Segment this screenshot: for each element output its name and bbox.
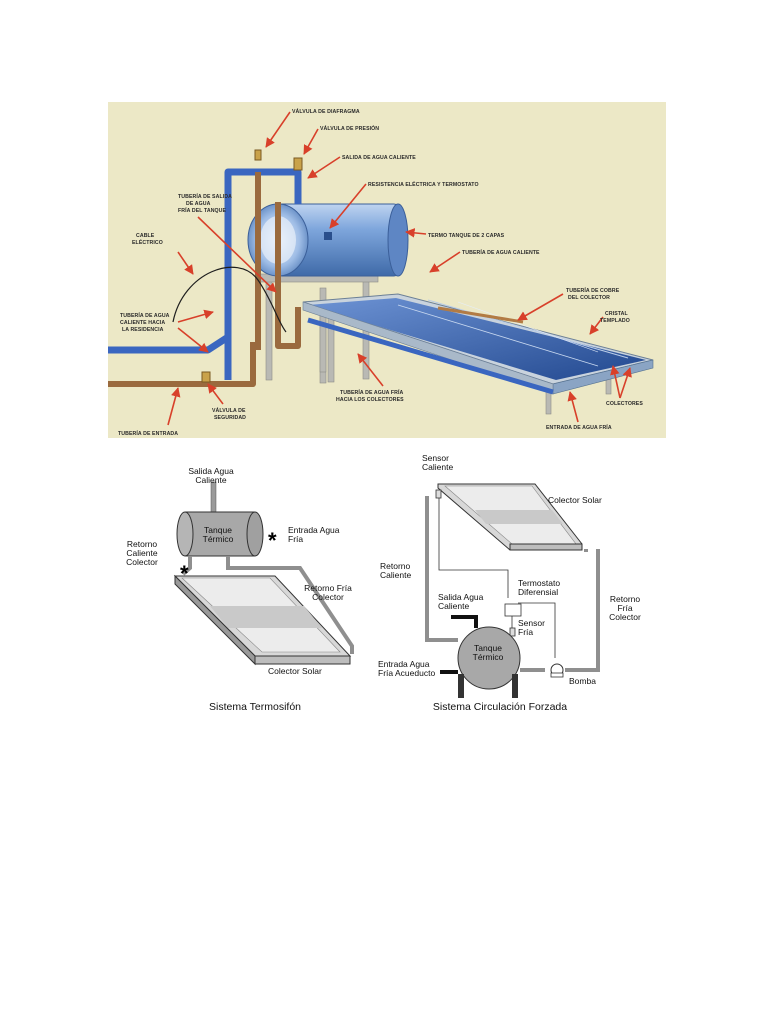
- cf-solar-collector: [437, 483, 583, 551]
- ts-label-tanque-1: Tanque: [204, 525, 232, 535]
- cf-label-sensor-cal-2: Caliente: [422, 462, 453, 472]
- label-resistencia: RESISTENCIA ELÉCTRICA Y TERMOSTATO: [368, 180, 479, 188]
- ts-label-salida-2: Caliente: [195, 475, 226, 485]
- label-agua-fria-2: HACIA LOS COLECTORES: [336, 397, 404, 403]
- system-diagrams: Salida Agua Caliente Tanque Térmico * En…: [126, 453, 641, 713]
- ts-thermal-tank: [176, 511, 264, 557]
- ts-label-retorno-cal-2: Caliente: [126, 548, 157, 558]
- diaphragm-valve: [254, 149, 262, 161]
- label-valvula-seguridad-2: SEGURIDAD: [214, 415, 246, 421]
- label-colectores: COLECTORES: [606, 401, 643, 407]
- ts-asterisk-inlet: *: [268, 528, 277, 553]
- cf-label-entrada-2: Fría Acueducto: [378, 668, 435, 678]
- ts-caption: Sistema Termosifón: [209, 701, 301, 713]
- label-tuberia-agua-caliente: TUBERÍA DE AGUA CALIENTE: [462, 248, 540, 256]
- cf-label-sensor-fria-2: Fría: [518, 627, 533, 637]
- cf-differential-thermostat: [504, 603, 522, 617]
- termosifon-diagram: Salida Agua Caliente Tanque Térmico * En…: [126, 466, 354, 713]
- ts-label-retorno-fria-1: Retorno Fría: [304, 583, 352, 593]
- ts-cold-return-pipe: [226, 556, 354, 654]
- cf-label-termostato-1: Termostato: [518, 578, 560, 588]
- cf-label-retorno-fria-3: Colector: [609, 612, 641, 622]
- forzada-diagram: Sensor Caliente Colector Solar Retorno C…: [378, 453, 641, 713]
- label-tuberia-salida-3: FRÍA DEL TANQUE: [178, 206, 227, 214]
- cf-label-sensor-fria-1: Sensor: [518, 618, 545, 628]
- cf-label-entrada-1: Entrada Agua: [378, 659, 430, 669]
- safety-valve: [201, 371, 211, 383]
- cf-label-tanque-1: Tanque: [474, 643, 502, 653]
- copper-pipes: [108, 172, 301, 387]
- label-hacia-residencia-3: LA RESIDENCIA: [122, 327, 164, 333]
- cf-label-retorno-fria-2: Fría: [617, 603, 632, 613]
- label-valvula-seguridad-1: VÁLVULA DE: [212, 407, 246, 414]
- cf-hot-outlet-pipe: [451, 615, 478, 628]
- label-tuberia-entrada: TUBERÍA DE ENTRADA: [118, 429, 178, 437]
- label-cristal-1: CRISTAL: [605, 311, 629, 317]
- cf-pump: [550, 663, 564, 678]
- electric-cable: [172, 266, 287, 333]
- illustration-labels: VÁLVULA DE DIAFRAGMA VÁLVULA DE PRESIÓN …: [118, 108, 643, 437]
- ts-label-colector: Colector Solar: [268, 666, 322, 676]
- ts-label-tanque-2: Térmico: [203, 534, 234, 544]
- cf-thermal-tank: [457, 626, 521, 698]
- label-tuberia-cobre-2: DEL COLECTOR: [568, 295, 610, 301]
- cf-label-tanque-2: Térmico: [473, 652, 504, 662]
- thermal-tank: [247, 203, 409, 277]
- label-arrows: [167, 111, 632, 426]
- cf-label-sensor-cal-1: Sensor: [422, 453, 449, 463]
- label-valvula-presion: VÁLVULA DE PRESIÓN: [320, 124, 379, 132]
- ts-label-retorno-cal-1: Retorno: [127, 539, 158, 549]
- ts-label-salida-1: Salida Agua: [188, 466, 234, 476]
- cf-caption: Sistema Circulación Forzada: [433, 701, 567, 713]
- label-hacia-residencia-2: CALIENTE HACIA: [120, 320, 165, 326]
- label-valvula-diafragma: VÁLVULA DE DIAFRAGMA: [292, 108, 360, 115]
- label-cristal-2: TEMPLADO: [600, 318, 630, 324]
- cf-hot-sensor: [435, 489, 442, 499]
- label-salida-agua-caliente: SALIDA DE AGUA CALIENTE: [342, 155, 416, 161]
- label-cable-2: ELÉCTRICO: [132, 238, 163, 246]
- cf-label-bomba: Bomba: [569, 676, 596, 686]
- label-tuberia-salida-2: DE AGUA: [186, 201, 211, 207]
- cf-label-retorno-cal-2: Caliente: [380, 570, 411, 580]
- ts-label-entrada-1: Entrada Agua: [288, 525, 340, 535]
- cold-pipe-to-collectors: [307, 317, 554, 395]
- solar-heater-illustration: VÁLVULA DE DIAFRAGMA VÁLVULA DE PRESIÓN …: [108, 102, 666, 438]
- cf-label-salida-1: Salida Agua: [438, 592, 484, 602]
- label-tuberia-cobre-1: TUBERÍA DE COBRE: [566, 286, 620, 294]
- ts-label-retorno-cal-3: Colector: [126, 557, 158, 567]
- ts-asterisk-return: *: [180, 561, 189, 586]
- ts-label-retorno-fria-2: Colector: [312, 592, 344, 602]
- ts-solar-collector: [173, 574, 352, 666]
- label-hacia-residencia-1: TUBERÍA DE AGUA: [120, 311, 170, 319]
- cf-label-colector: Colector Solar: [548, 495, 602, 505]
- label-cable-1: CABLE: [136, 233, 155, 239]
- label-termo-tanque: TERMO TANQUE DE 2 CAPAS: [428, 233, 505, 239]
- cf-cold-sensor: [509, 627, 516, 637]
- cf-label-termostato-2: Diferensial: [518, 587, 558, 597]
- label-tuberia-salida-1: TUBERÍA DE SALIDA: [178, 192, 232, 200]
- label-agua-fria-1: TUBERÍA DE AGUA FRÍA: [340, 388, 404, 396]
- cf-label-salida-2: Caliente: [438, 601, 469, 611]
- cf-label-retorno-cal-1: Retorno: [380, 561, 411, 571]
- cf-label-retorno-fria-1: Retorno: [610, 594, 641, 604]
- pressure-valve: [293, 157, 303, 171]
- ts-return-hot-pipe: [181, 556, 192, 576]
- ts-hot-outlet-pipe: [210, 481, 217, 513]
- ts-label-entrada-2: Fría: [288, 534, 303, 544]
- label-entrada-agua-fria: ENTRADA DE AGUA FRÍA: [546, 423, 612, 431]
- hot-water-pipes: [108, 168, 302, 380]
- cf-pipes: [425, 496, 600, 672]
